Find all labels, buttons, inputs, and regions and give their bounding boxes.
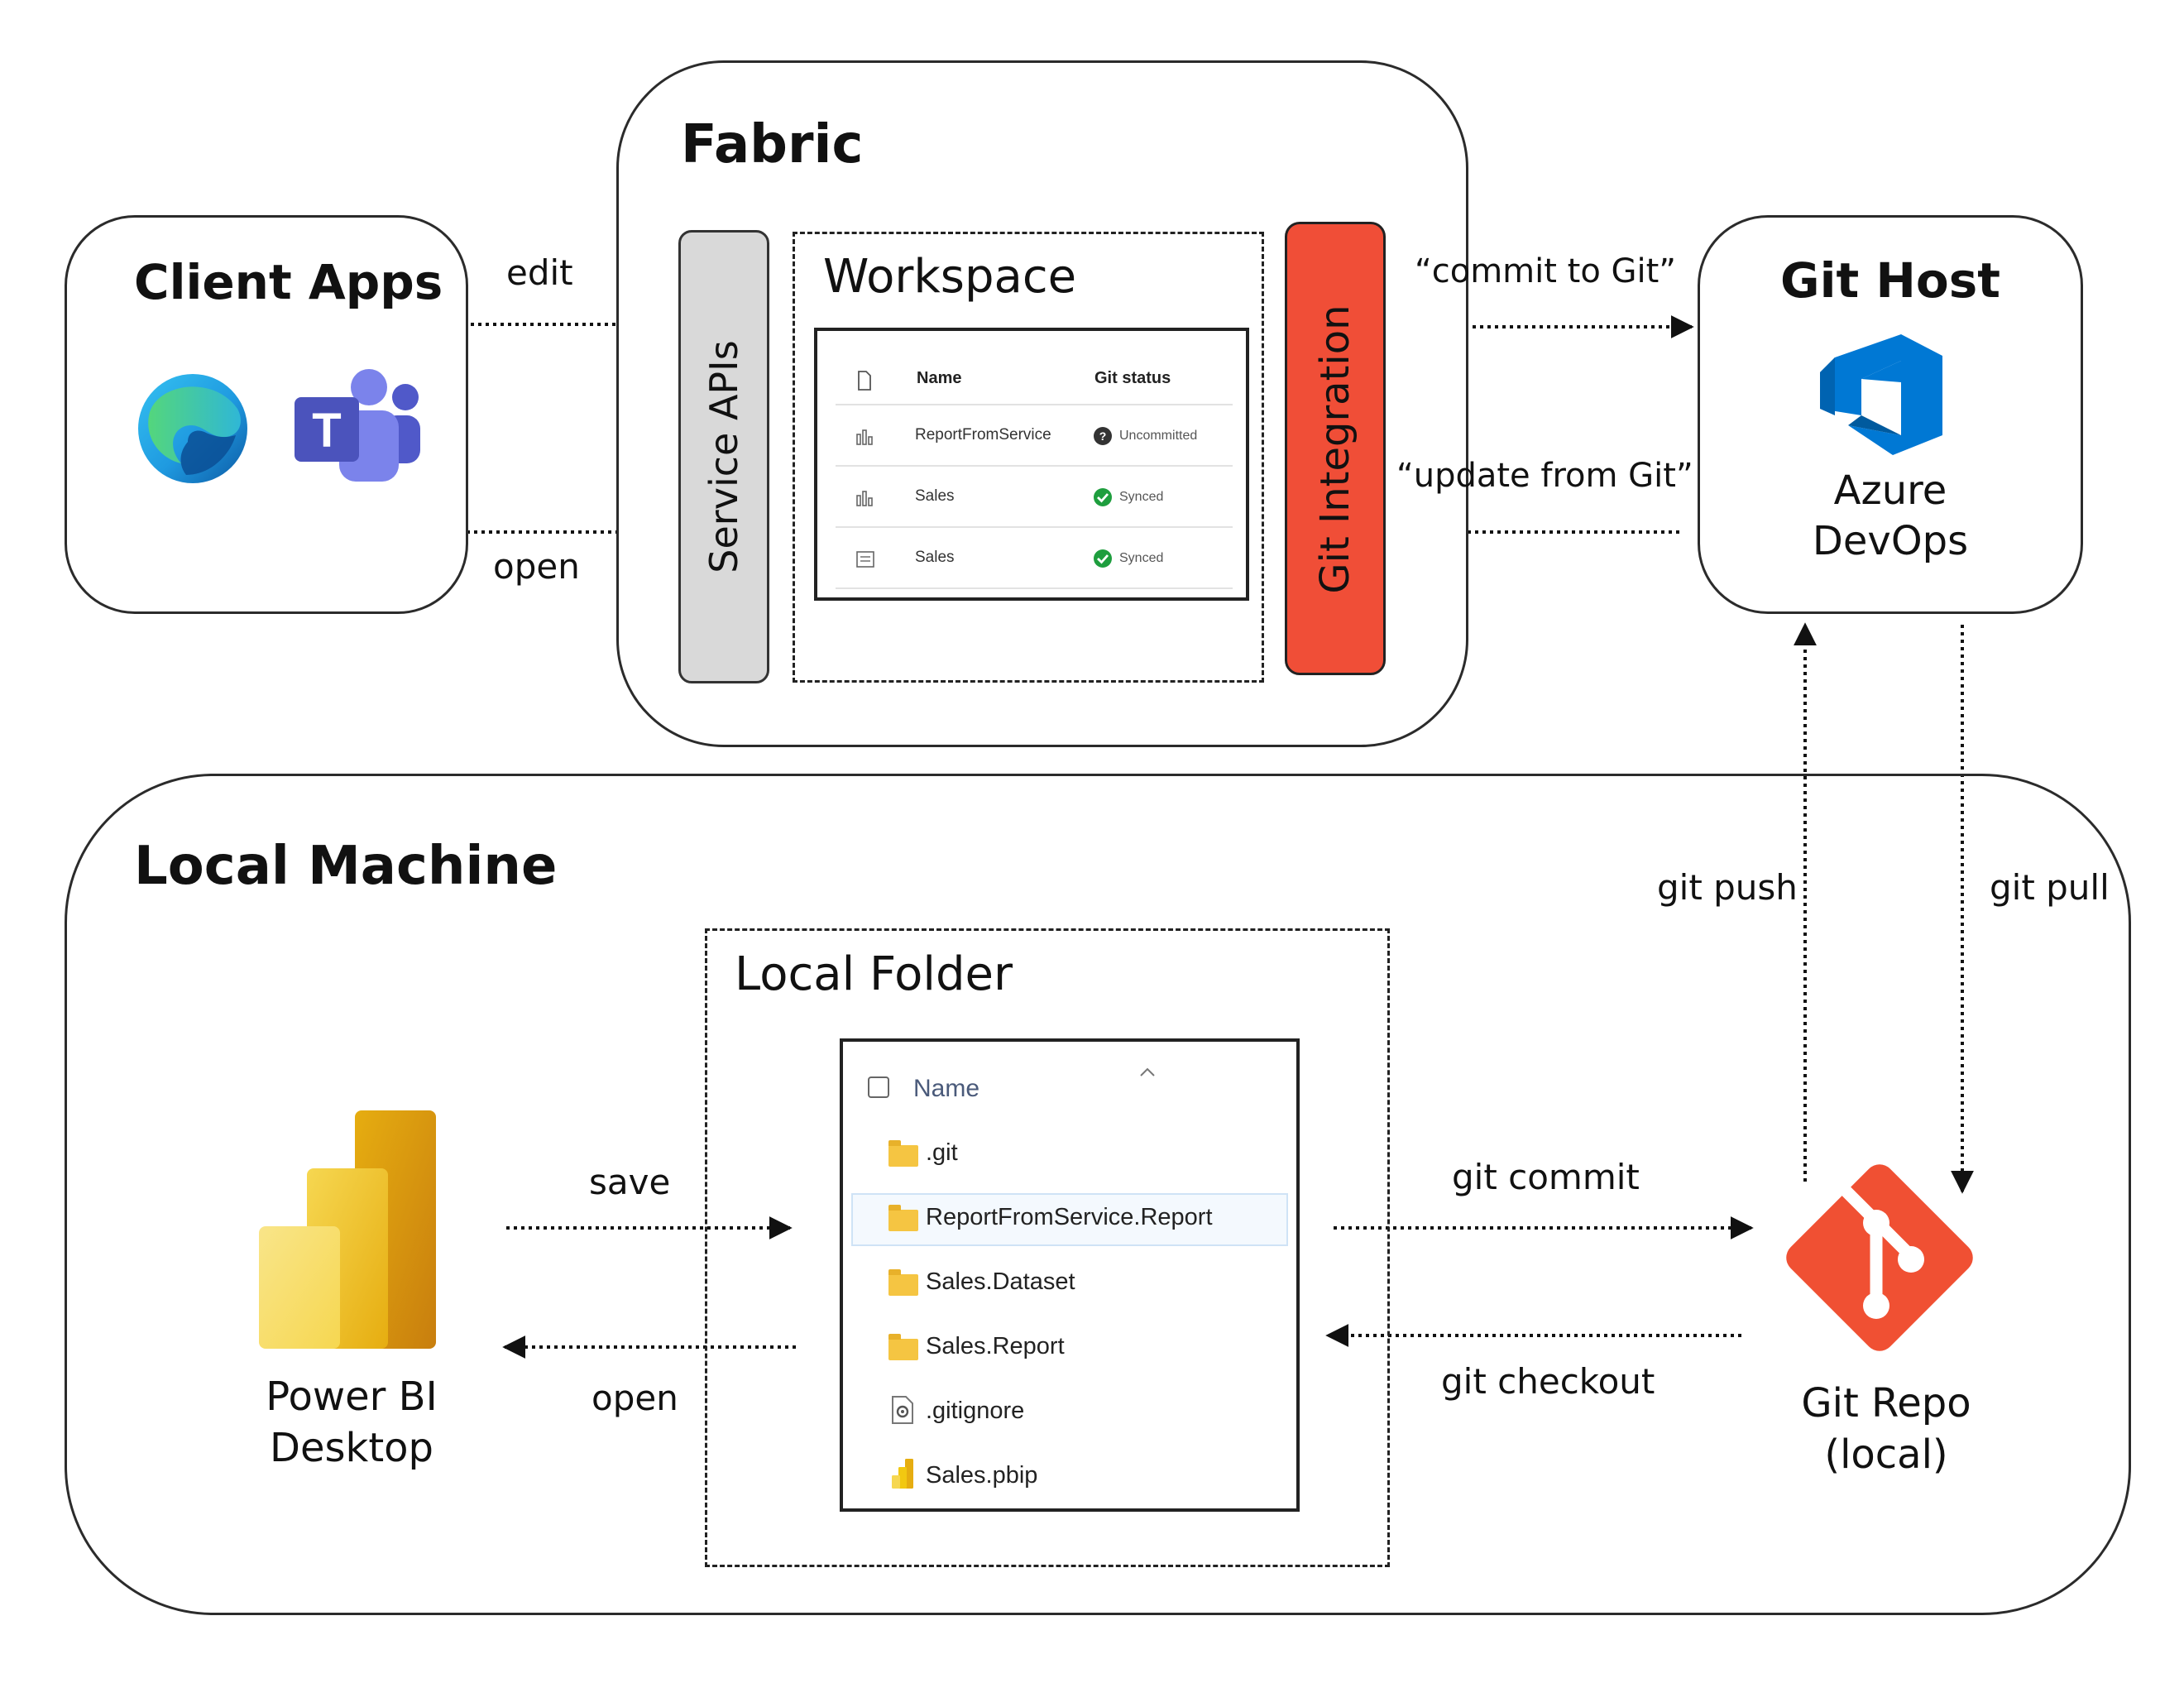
- git-integration-bar: [1285, 222, 1386, 675]
- row-divider: [836, 465, 1233, 467]
- row-divider: [836, 526, 1233, 528]
- selected-row-highlight: [851, 1193, 1288, 1246]
- synced-check-icon: [1094, 488, 1112, 506]
- header-divider: [836, 404, 1233, 405]
- row-divider: [836, 587, 1233, 589]
- power-bi-icon: [259, 1110, 436, 1349]
- report-icon: [856, 429, 873, 445]
- edge-icon: [138, 374, 247, 483]
- git-integration-label: Git Integration: [1312, 304, 1358, 594]
- row-status: Uncommitted: [1119, 429, 1198, 443]
- file-explorer-panel: Name .git ReportFromService.Report Sales…: [840, 1038, 1300, 1512]
- row-status: Synced: [1119, 551, 1164, 565]
- workspace-table: Name Git status ReportFromService ? Unco…: [814, 328, 1249, 601]
- row-name[interactable]: Sales: [915, 487, 955, 505]
- folder-icon: [888, 1334, 918, 1360]
- azure-label-line1: Azure: [1833, 468, 1947, 514]
- svg-text:T: T: [312, 404, 341, 458]
- list-item[interactable]: ReportFromService.Report: [926, 1204, 1213, 1230]
- list-item[interactable]: Sales.pbip: [926, 1462, 1038, 1489]
- row-name[interactable]: ReportFromService: [915, 426, 1051, 444]
- git-commit-label: git commit: [1452, 1157, 1640, 1197]
- folder-icon: [888, 1205, 918, 1231]
- azure-devops-icon: [1820, 334, 1942, 455]
- power-bi-file-icon: [892, 1459, 913, 1489]
- open-client-label: open: [493, 546, 580, 587]
- column-name: Name: [917, 369, 962, 387]
- svg-text:?: ?: [1099, 429, 1107, 443]
- client-apps-container: [65, 215, 468, 614]
- power-bi-label-line1: Power BI: [266, 1374, 438, 1420]
- git-checkout-label: git checkout: [1441, 1361, 1655, 1402]
- git-host-title: Git Host: [1779, 252, 2001, 309]
- list-item[interactable]: Sales.Dataset: [926, 1268, 1075, 1295]
- git-repo-label-line2: (local): [1824, 1431, 1948, 1478]
- local-folder-container: [705, 928, 1390, 1567]
- service-apis-label: Service APIs: [702, 340, 746, 573]
- list-item[interactable]: .gitignore: [926, 1398, 1025, 1424]
- folder-icon: [888, 1140, 918, 1167]
- workspace-title: Workspace: [823, 250, 1077, 304]
- azure-label-line2: DevOps: [1812, 518, 1969, 564]
- local-machine-title: Local Machine: [134, 836, 558, 897]
- commit-to-git-label: “commit to Git”: [1415, 252, 1677, 290]
- list-item[interactable]: .git: [926, 1139, 958, 1166]
- git-pull-label: git pull: [1990, 867, 2110, 908]
- git-repo-label-line1: Git Repo: [1801, 1380, 1971, 1426]
- file-header-icon: [858, 371, 871, 391]
- list-item[interactable]: Sales.Report: [926, 1333, 1065, 1359]
- select-all-checkbox[interactable]: [868, 1076, 889, 1098]
- client-apps-title: Client Apps: [134, 254, 443, 310]
- git-logo-icon: [1786, 1164, 1973, 1351]
- teams-icon: T: [295, 369, 420, 482]
- uncommitted-icon: ?: [1094, 427, 1112, 445]
- column-header-name[interactable]: Name: [913, 1075, 980, 1102]
- update-from-git-label: “update from Git”: [1396, 457, 1693, 495]
- save-label: save: [589, 1162, 671, 1202]
- local-folder-title: Local Folder: [735, 947, 1013, 1001]
- report-icon: [856, 491, 873, 506]
- row-name[interactable]: Sales: [915, 549, 955, 566]
- workspace-container: [793, 232, 1264, 683]
- file-settings-icon: [892, 1396, 913, 1424]
- sort-ascending-icon[interactable]: [1138, 1067, 1157, 1078]
- fabric-title: Fabric: [681, 114, 864, 175]
- local-machine-container: [65, 774, 2131, 1615]
- power-bi-label-line2: Desktop: [270, 1425, 433, 1471]
- synced-check-icon: [1094, 549, 1112, 568]
- edit-label: edit: [506, 252, 573, 293]
- folder-icon: [888, 1269, 918, 1296]
- dataset-icon: [856, 551, 874, 568]
- git-host-container: [1698, 215, 2083, 614]
- open-local-label: open: [592, 1378, 678, 1418]
- service-apis-bar: [678, 230, 769, 683]
- column-git-status: Git status: [1094, 369, 1171, 387]
- row-status: Synced: [1119, 490, 1164, 504]
- git-push-label: git push: [1657, 867, 1798, 908]
